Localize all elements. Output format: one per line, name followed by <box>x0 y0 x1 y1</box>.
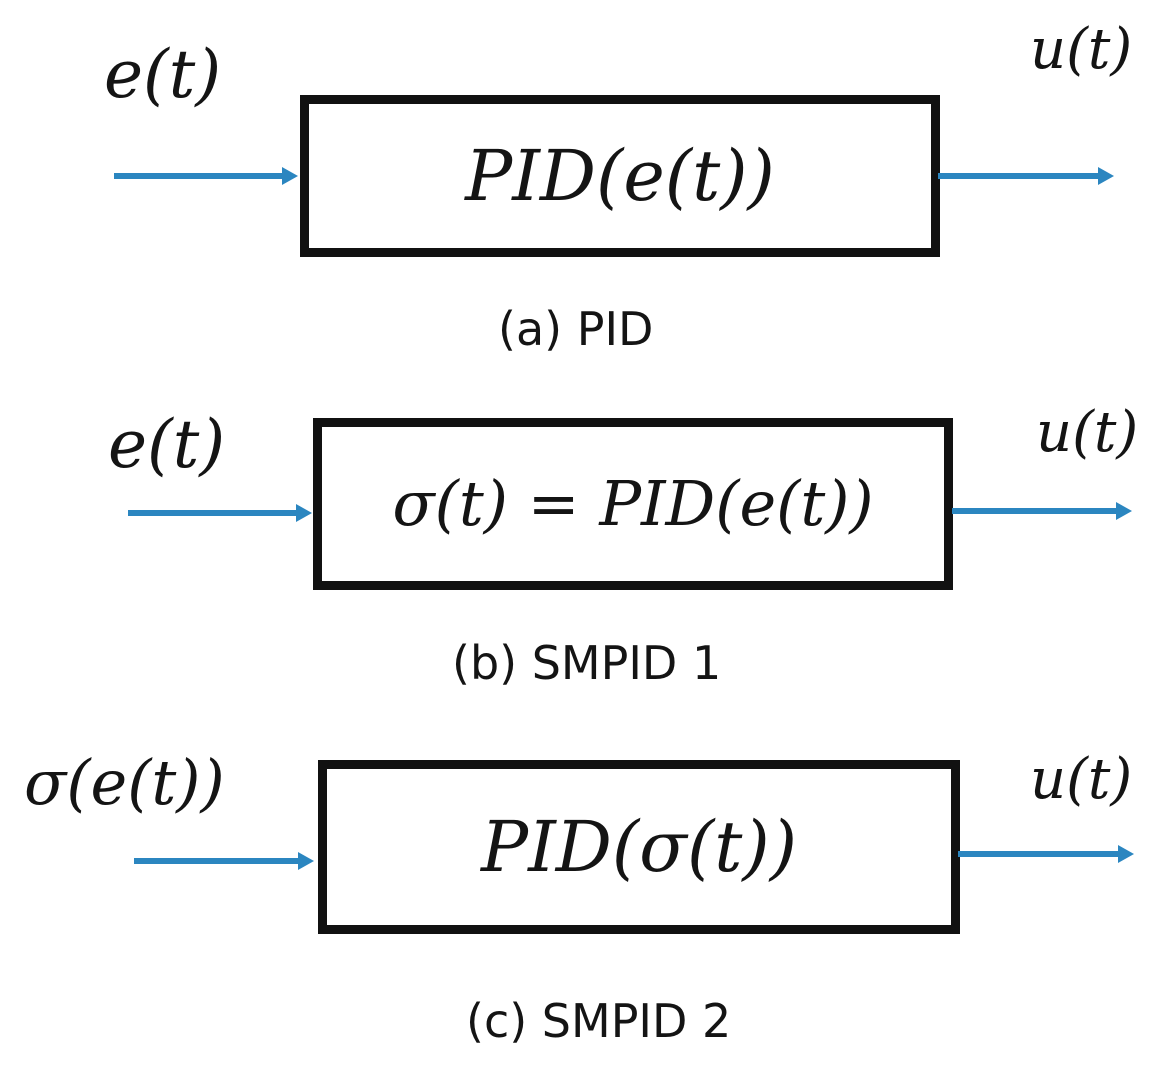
pid-block-a: PID(e(t)) <box>300 95 940 257</box>
caption-c: (c) SMPID 2 <box>466 994 732 1048</box>
input-arrow-a <box>114 167 298 185</box>
input-arrow-c <box>134 852 314 870</box>
pid-block-c: PID(σ(t)) <box>318 760 960 934</box>
caption-b: (b) SMPID 1 <box>452 636 722 690</box>
output-arrow-a <box>938 167 1114 185</box>
output-arrow-b <box>952 502 1132 520</box>
caption-a: (a) PID <box>498 302 654 356</box>
input-label-c: σ(e(t)) <box>24 746 225 819</box>
pid-block-b: σ(t) = PID(e(t)) <box>313 418 953 590</box>
block-label-b: σ(t) = PID(e(t)) <box>392 467 874 540</box>
block-label-a: PID(e(t)) <box>465 135 775 217</box>
input-label-b: e(t) <box>108 406 226 483</box>
output-label-b: u(t) <box>1036 400 1139 465</box>
output-label-a: u(t) <box>1030 17 1133 82</box>
input-arrow-b <box>128 504 312 522</box>
block-label-c: PID(σ(t)) <box>480 806 798 888</box>
output-arrow-c <box>958 845 1134 863</box>
output-label-c: u(t) <box>1030 747 1133 812</box>
input-label-a: e(t) <box>104 36 222 113</box>
